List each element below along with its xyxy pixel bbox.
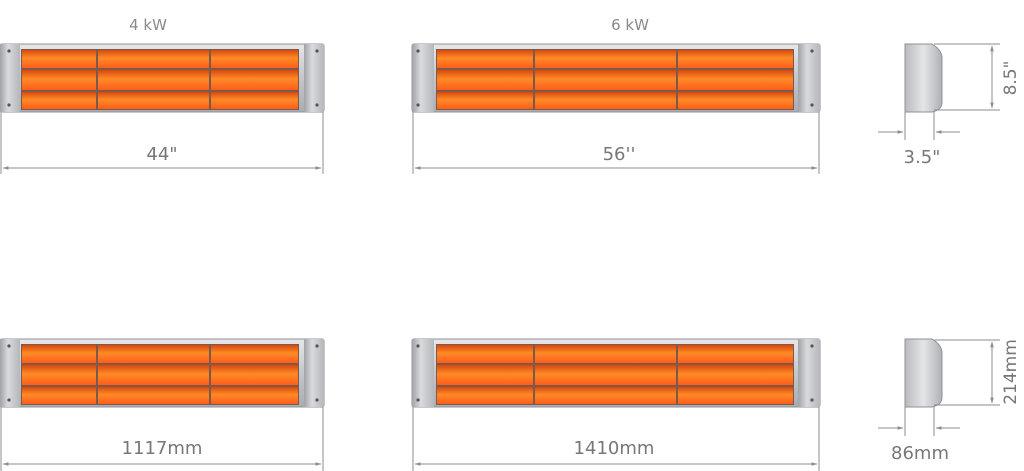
heater-6kw-imperial — [411, 43, 821, 113]
profile-height-in: 8.5" — [1001, 60, 1021, 96]
width-label-6kw-mm: 1410mm — [573, 438, 655, 459]
dimension-line-4kw-bottom — [0, 407, 324, 471]
heater-4kw-imperial — [0, 43, 325, 113]
side-profile-metric — [878, 338, 1000, 436]
heater-6kw-metric — [411, 338, 821, 408]
model-title-6kw: 6 kW — [611, 16, 649, 34]
width-label-6kw-in: 56'' — [602, 144, 636, 165]
profile-depth-in: 3.5" — [903, 147, 941, 168]
width-label-4kw-mm: 1117mm — [121, 438, 203, 459]
model-title-4kw: 4 kW — [129, 16, 167, 34]
width-label-4kw-in: 44" — [146, 144, 178, 165]
side-profile-imperial — [878, 43, 1000, 140]
heater-4kw-metric — [0, 338, 325, 408]
profile-height-mm: 214mm — [1001, 339, 1021, 405]
dimension-line-6kw-top — [412, 112, 820, 174]
dimension-line-4kw-top — [0, 112, 324, 174]
dimension-line-6kw-bottom — [412, 407, 820, 471]
profile-depth-mm: 86mm — [891, 443, 949, 464]
